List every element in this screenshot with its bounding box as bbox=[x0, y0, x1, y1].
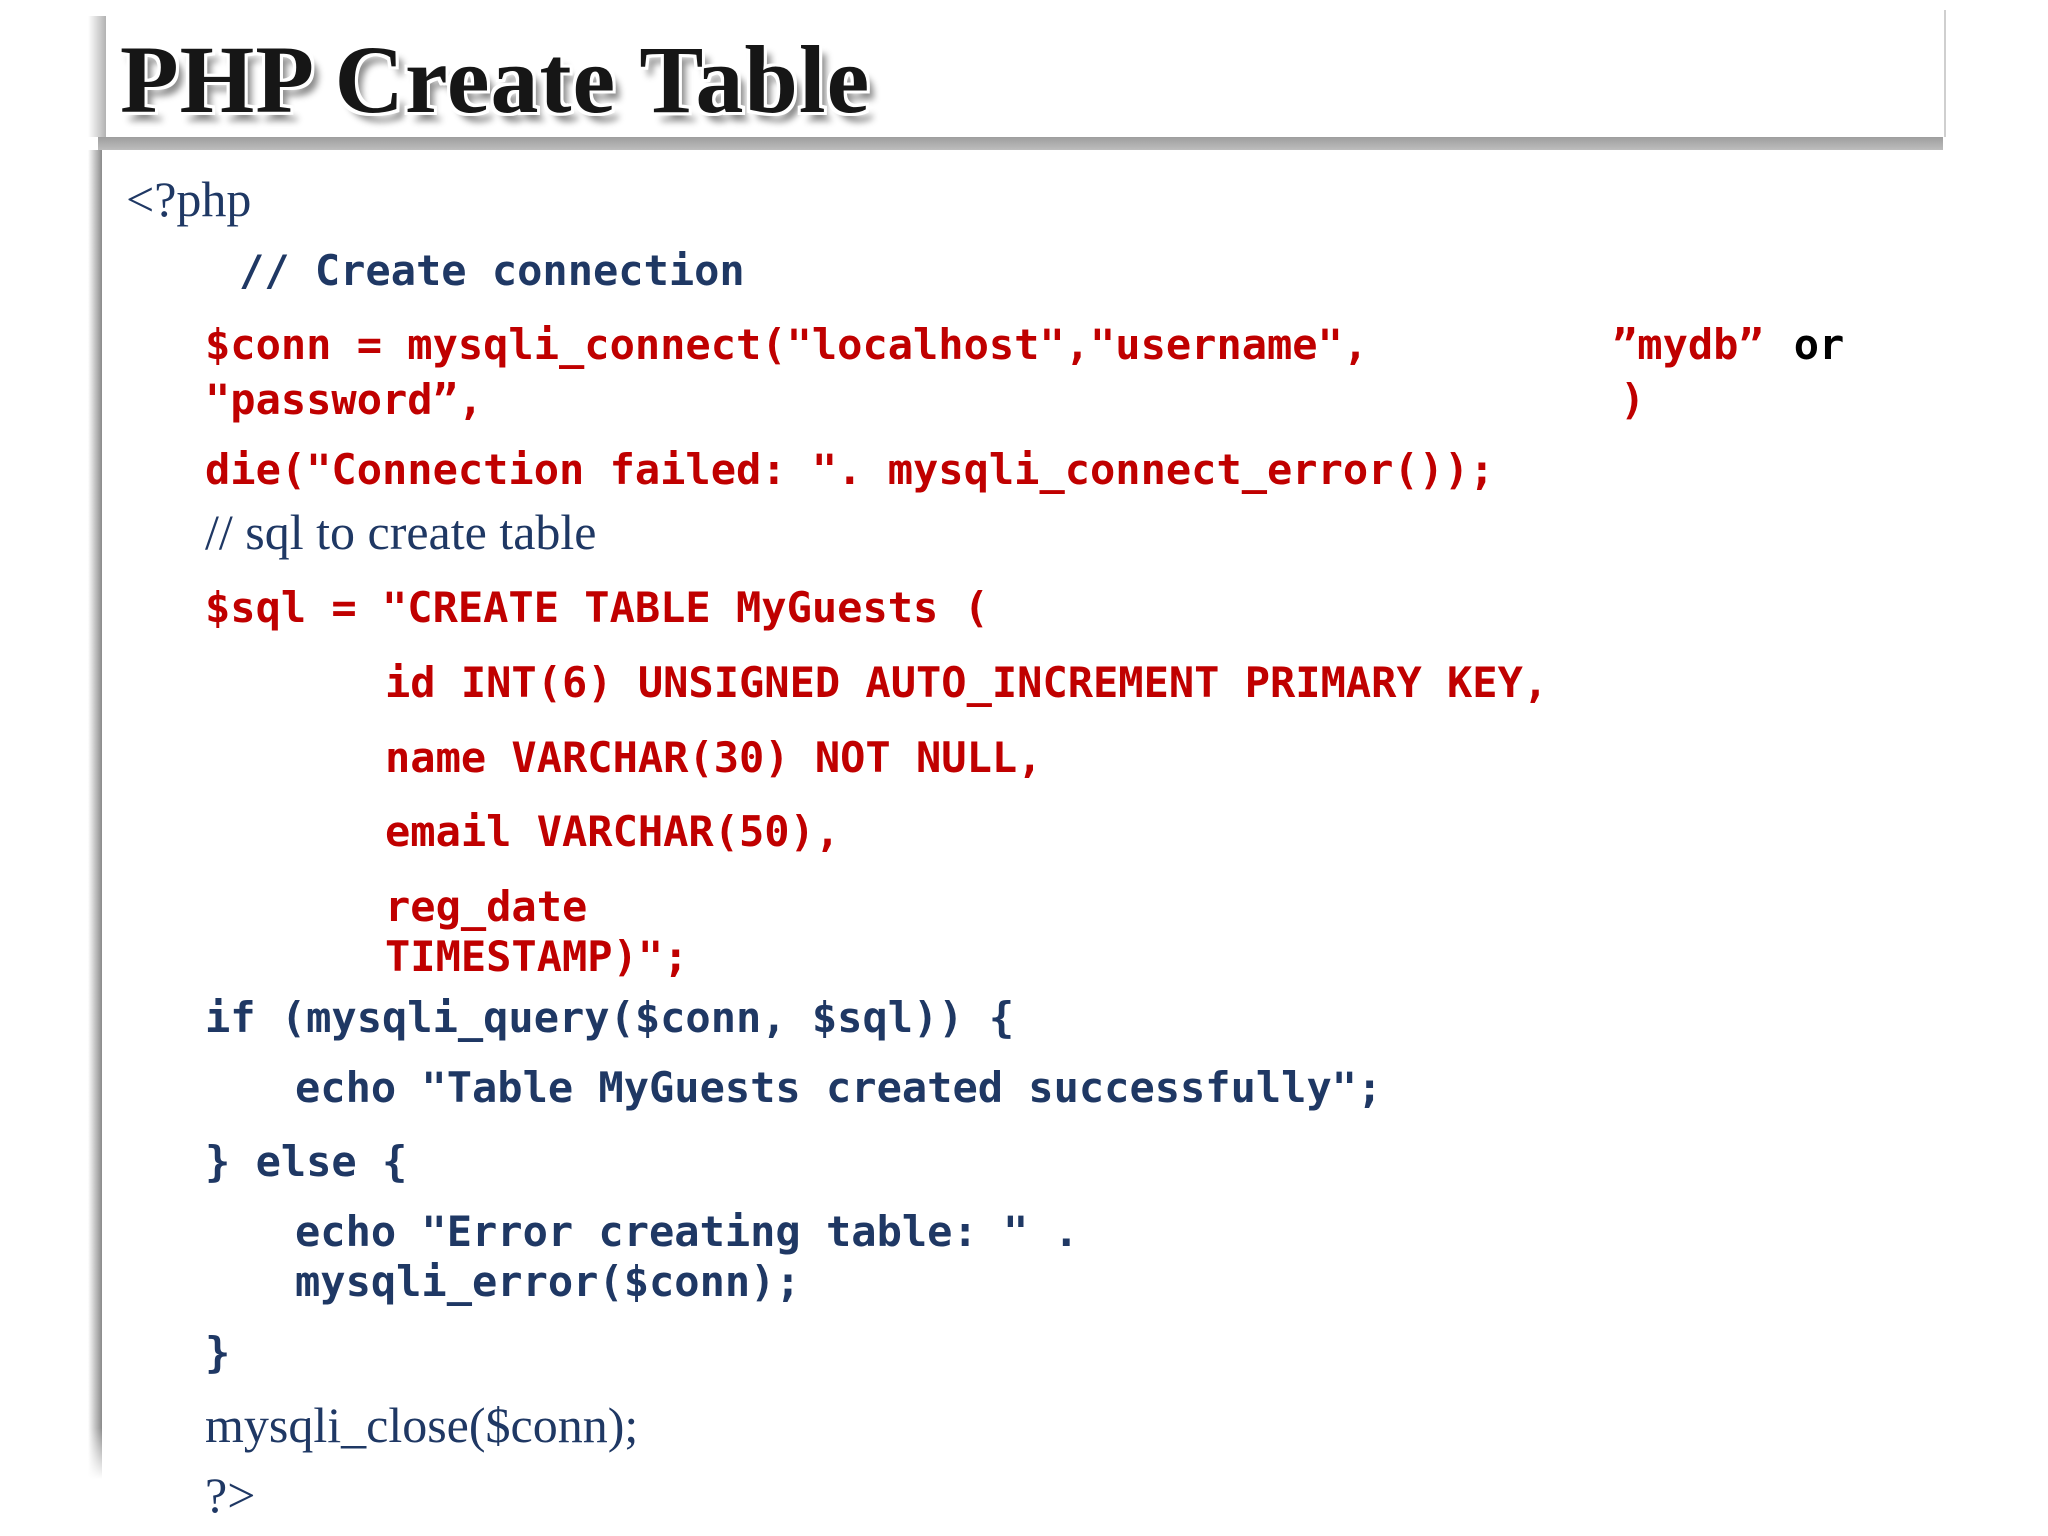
code-line-php-close: ?> bbox=[205, 1467, 256, 1523]
content-left-shadow bbox=[88, 150, 102, 1480]
code-line-echo-success: echo "Table MyGuests created successfull… bbox=[295, 1063, 1383, 1112]
code-line-comment-conn: // Create connection bbox=[239, 246, 745, 295]
code-line-else: } else { bbox=[205, 1137, 408, 1186]
code-line-close-brace: } bbox=[205, 1328, 231, 1377]
title-banner bbox=[106, 16, 1944, 137]
content-panel bbox=[102, 150, 2048, 1536]
code-line-password: "password”, bbox=[205, 375, 484, 424]
content-left-fade bbox=[84, 1428, 106, 1488]
code-line-col-name: name VARCHAR(30) NOT NULL, bbox=[385, 733, 1043, 782]
code-line-comment-sql: // sql to create table bbox=[205, 504, 597, 560]
banner-left-shadow bbox=[88, 16, 106, 137]
page-title: PHP Create Table bbox=[120, 25, 871, 133]
code-line-conn: $conn = mysqli_connect("localhost","user… bbox=[205, 320, 1369, 369]
code-fragment-mydb-or: ”mydb” or bbox=[1612, 320, 1845, 369]
code-line-if: if (mysqli_query($conn, $sql)) { bbox=[205, 993, 1015, 1042]
banner-right-edge bbox=[1944, 10, 1946, 137]
code-line-timestamp: TIMESTAMP)"; bbox=[385, 932, 689, 981]
code-line-mysqli-error: mysqli_error($conn); bbox=[295, 1257, 801, 1306]
code-line-col-id: id INT(6) UNSIGNED AUTO_INCREMENT PRIMAR… bbox=[385, 658, 1549, 707]
title-shadow-bar bbox=[98, 137, 1943, 150]
code-line-echo-error: echo "Error creating table: " . bbox=[295, 1207, 1079, 1256]
code-line-die: die("Connection failed: ". mysqli_connec… bbox=[205, 445, 1495, 494]
code-line-sql: $sql = "CREATE TABLE MyGuests ( bbox=[205, 583, 989, 632]
code-mydb-string: ”mydb” bbox=[1612, 320, 1764, 369]
code-line-mysqli-close: mysqli_close($conn); bbox=[205, 1397, 639, 1453]
code-line-php-open: <?php bbox=[126, 171, 252, 227]
code-or-keyword: or bbox=[1793, 320, 1845, 369]
code-close-paren: ) bbox=[1620, 375, 1646, 424]
code-line-col-regdate: reg_date bbox=[385, 882, 588, 931]
code-line-col-email: email VARCHAR(50), bbox=[385, 807, 841, 856]
